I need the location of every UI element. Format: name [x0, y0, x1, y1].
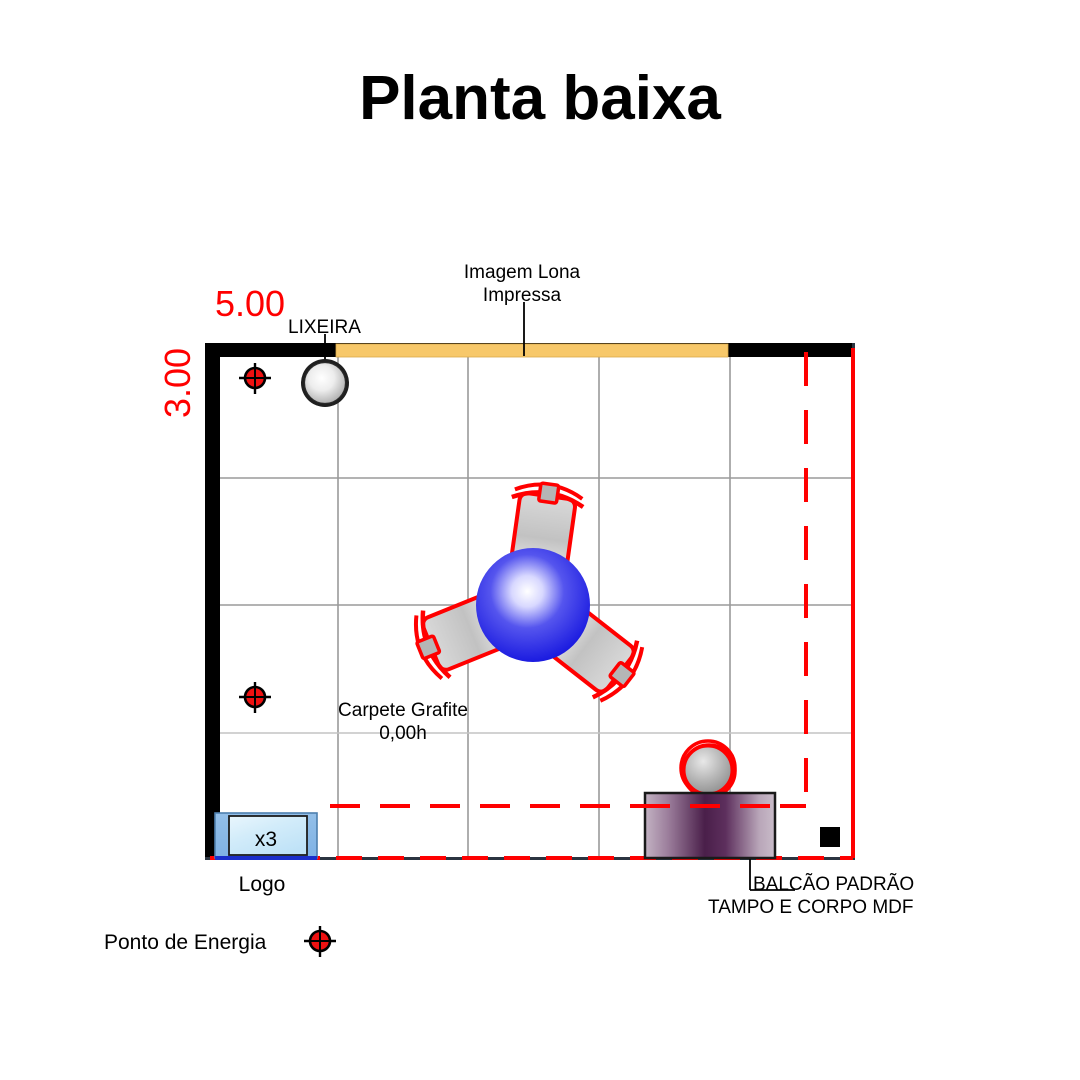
dimension-height: 3.00	[157, 347, 198, 418]
label-banner-line2: Impressa	[482, 285, 562, 306]
dimension-width: 5.00	[215, 283, 286, 324]
power-point-icon[interactable]	[239, 363, 271, 394]
trash-bin-icon[interactable]	[301, 359, 349, 407]
label-banner: Imagem Lona Impressa	[418, 261, 626, 307]
printed-banner-icon	[335, 343, 729, 358]
logo-count-label: x3	[254, 828, 278, 851]
label-carpet-line1: Carpete Grafite	[338, 700, 468, 721]
round-table-icon[interactable]	[398, 479, 658, 713]
label-carpet: Carpete Grafite 0,00h	[299, 699, 507, 745]
logo-panel-icon[interactable]	[214, 812, 318, 860]
counter-icon[interactable]	[643, 791, 777, 860]
label-logo: Logo	[238, 873, 286, 896]
label-carpet-line2: 0,00h	[379, 723, 427, 744]
wall-left	[205, 343, 220, 860]
label-counter-line1: BALCÃO PADRÃO	[753, 874, 915, 895]
label-counter: BALCÃO PADRÃO TAMPO E CORPO MDF	[708, 873, 915, 919]
label-trash-bin: LIXEIRA	[288, 317, 361, 338]
legend-power-point-label: Ponto de Energia	[104, 931, 267, 954]
black-marker-icon[interactable]	[820, 827, 840, 847]
page-title: Planta baixa	[359, 64, 721, 133]
label-banner-line1: Imagem Lona	[463, 262, 581, 283]
power-point-icon[interactable]	[239, 682, 271, 713]
stool-icon[interactable]	[679, 739, 737, 799]
power-point-icon[interactable]	[304, 926, 336, 957]
table-top[interactable]	[476, 548, 590, 662]
label-counter-line2: TAMPO E CORPO MDF	[708, 897, 914, 918]
